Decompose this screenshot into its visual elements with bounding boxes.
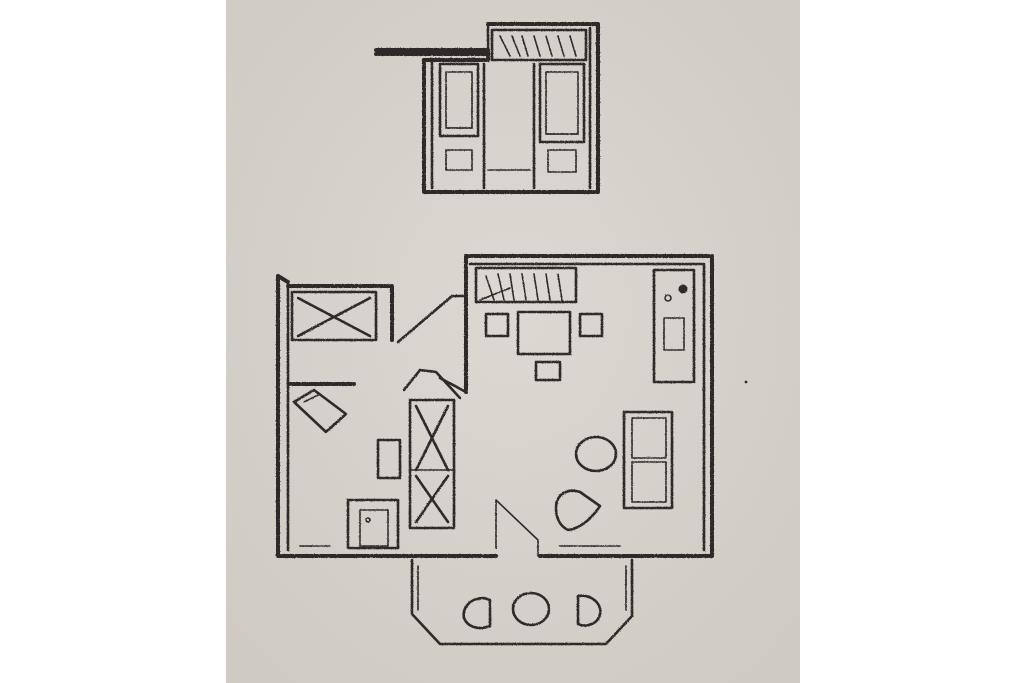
chair-bottom: [534, 360, 562, 382]
coffee-table: [574, 435, 618, 473]
hall-closet: [402, 368, 462, 530]
main-floor-plan: [276, 254, 714, 646]
bathroom-fixture: [346, 498, 400, 550]
terrace: [410, 558, 634, 646]
sink: [663, 317, 685, 351]
bed-left: [438, 62, 480, 171]
kitchen-counter: [652, 268, 696, 384]
dining-set: [484, 310, 604, 382]
stove-burner: [678, 284, 688, 294]
chair-left: [484, 312, 510, 338]
floor-plan-drawing: [226, 0, 800, 683]
chair-right: [578, 312, 604, 338]
paper-speck: [744, 380, 748, 384]
paper-sheet: [226, 0, 800, 683]
upper-floor-plan: [374, 22, 600, 194]
dining-table: [516, 310, 572, 356]
bed-right: [538, 62, 586, 173]
sofa: [622, 410, 674, 510]
terrace-chair-right: [576, 594, 602, 627]
side-table: [376, 438, 402, 480]
terrace-table: [511, 591, 551, 627]
dormer-window: [490, 28, 588, 62]
terrace-chair-left: [462, 596, 492, 630]
staircase: [474, 266, 578, 304]
armchair: [554, 489, 602, 532]
lounge-bed: [292, 388, 348, 434]
closet-top-left: [290, 290, 378, 342]
